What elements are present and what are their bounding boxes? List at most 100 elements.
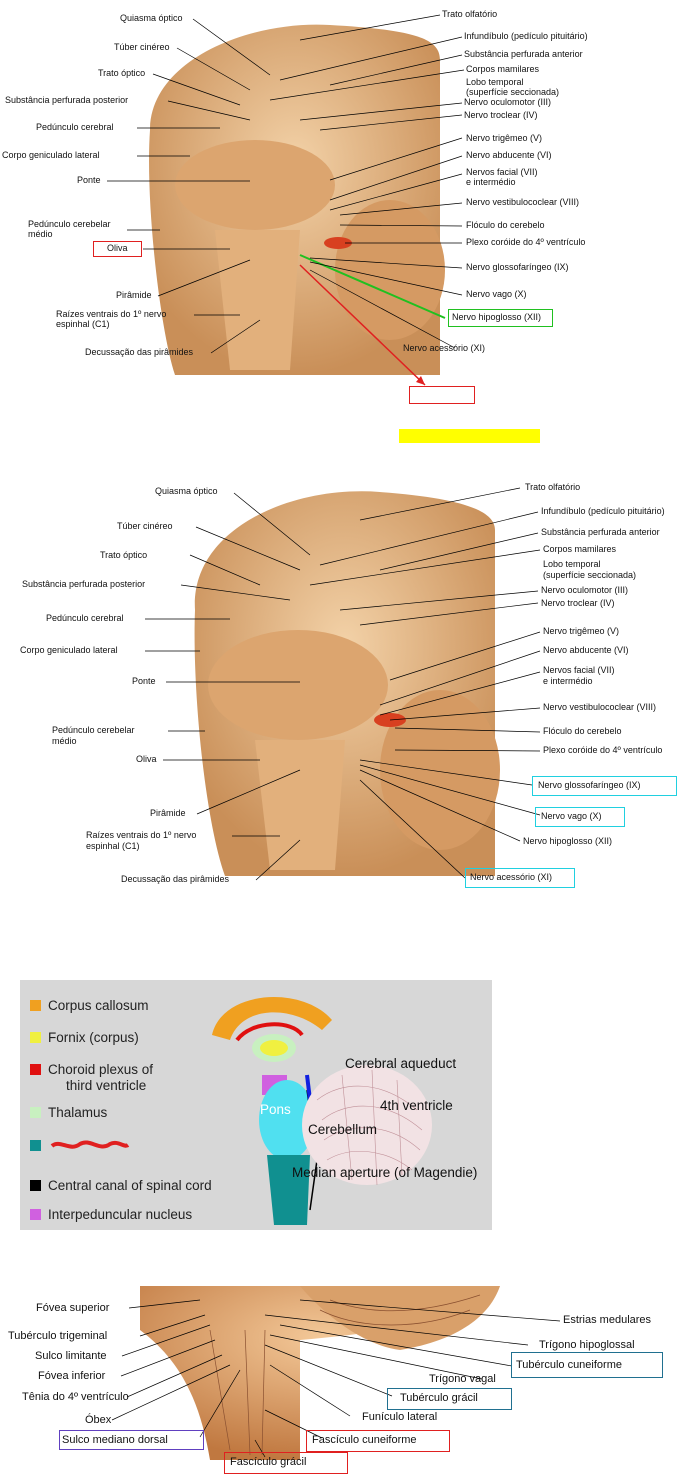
label-pons: Pons [260,1102,291,1117]
legend-third-ventricle: third ventricle [66,1078,147,1093]
choroid-plexus-shape [324,237,352,249]
label-piramide-2: Pirâmide [150,808,186,818]
label-pedunculo-cerebelar-1: Pedúnculo cerebelar [28,219,111,229]
label-fovea-superior: Fóvea superior [36,1302,110,1314]
label-espinhal-c1-1: espinhal (C1) [56,319,110,329]
label-substancia-perfurada-posterior-2: Substância perfurada posterior [22,579,146,589]
figure-2-illustration [145,487,541,881]
cyan-box-acessorio [465,868,575,888]
label-nervo-hipoglosso-1: Nervo hipoglosso (XII) [452,312,542,322]
legend-corpus-callosum: Corpus callosum [48,998,149,1013]
swatch-central-canal [30,1180,41,1191]
label-corpo-geniculado-1: Corpo geniculado lateral [2,150,100,160]
figure-2-leader-lines [145,487,541,881]
red-arrowhead [416,376,425,385]
label-nervo-vestibulococlear-1: Nervo vestibulococlear (VIII) [466,197,580,207]
label-trato-olfatorio-1: Trato olfatório [442,9,498,19]
label-quiasma-optico-1: Quiasma óptico [120,13,183,23]
label-trato-optico-2: Trato óptico [100,550,148,560]
label-piramide-1: Pirâmide [116,290,152,300]
cyan-box-vago [535,807,625,827]
legend-interpeduncular: Interpeduncular nucleus [48,1207,193,1222]
teal-box-gracil [387,1388,512,1410]
label-nervo-glossofaringeo-1: Nervo glossofaríngeo (IX) [466,262,569,272]
label-tuberculo-gracil: Tubérculo grácil [400,1392,478,1404]
label-lobo-temporal-1: Lobo temporal [466,77,524,87]
figure-1-brainstem-ventral: Trato olfatório Infundíbulo (pedículo pi… [0,0,697,443]
label-trigono-hipoglossal: Trígono hipoglossal [539,1339,635,1351]
legend-fornix: Fornix (corpus) [48,1030,139,1045]
label-decussacao-1: Decussação das pirâmides [85,347,194,357]
cyan-box-glossofaringeo [532,776,677,796]
label-nervo-trigemeo-2: Nervo trigêmeo (V) [543,626,620,636]
swatch-teal [30,1140,41,1151]
legend-central-canal: Central canal of spinal cord [48,1178,212,1193]
label-oliva-1: Oliva [107,243,128,253]
green-pointer-line [299,254,446,319]
red-empty-box [409,386,475,404]
label-tuberculo-cuneiforme: Tubérculo cuneiforme [516,1359,622,1371]
label-e-intermedio-1: e intermédio [466,177,516,187]
label-nervo-oculomotor-2: Nervo oculomotor (III) [541,585,629,595]
label-estrias-medulares: Estrias medulares [563,1314,652,1326]
label-e-intermedio-2: e intermédio [543,676,593,686]
label-raizes-ventrais-1: Raízes ventrais do 1º nervo [56,309,167,319]
figure-3-illustration [212,997,432,1225]
label-tuber-cinereo-1: Túber cinéreo [114,42,170,52]
yellow-highlight-bar [399,429,540,443]
label-pedunculo-cerebral-2: Pedúnculo cerebral [46,613,124,623]
label-tenia: Tênia do 4º ventrículo [22,1391,129,1403]
label-superficie-seccionada-1: (superfície seccionada) [466,87,560,97]
swatch-choroid-plexus [30,1064,41,1075]
label-cerebellum: Cerebellum [308,1122,378,1137]
label-nervo-oculomotor-1: Nervo oculomotor (III) [464,97,552,107]
label-tuberculo-trigeminal: Tubérculo trigeminal [8,1330,108,1342]
red-box-oliva [93,241,142,257]
label-nervos-facial-2: Nervos facial (VII) [543,665,615,675]
red-box-fasciculo-cuneiforme [306,1430,450,1452]
label-nervo-glossofaringeo-2: Nervo glossofaríngeo (IX) [538,780,641,790]
label-fasciculo-cuneiforme: Fascículo cuneiforme [312,1434,417,1446]
label-nervo-vestibulococlear-2: Nervo vestibulococlear (VIII) [543,702,657,712]
cerebellum-shape [335,200,445,340]
figure-4-brainstem-dorsal: Fóvea superior Tubérculo trigeminal Sulc… [0,1270,697,1476]
label-nervo-vago-1: Nervo vago (X) [466,289,527,299]
label-trigono-vagal: Trígono vagal [429,1373,496,1385]
scribbled-label [50,1140,130,1149]
label-infundibulo-1: Infundíbulo (pedículo pituitário) [464,31,588,41]
label-nervos-facial-1: Nervos facial (VII) [466,167,538,177]
label-pedunculo-cerebelar-2: Pedúnculo cerebelar [52,725,135,735]
label-nervo-hipoglosso-2: Nervo hipoglosso (XII) [523,836,613,846]
label-4th-ventricle: 4th ventricle [380,1098,453,1113]
label-medio-2: médio [52,736,77,746]
figure-3-midsagittal-ventricles: Corpus callosum Fornix (corpus) Choroid … [20,980,492,1230]
label-oliva-2: Oliva [136,754,157,764]
figure-4-illustration [111,1286,561,1460]
medulla-shape [215,230,300,370]
label-lobo-temporal-2: Lobo temporal [543,559,601,569]
legend-choroid-plexus: Choroid plexus of [48,1062,154,1077]
label-nervo-vago-2: Nervo vago (X) [541,811,602,821]
label-substancia-perfurada-posterior-1: Substância perfurada posterior [5,95,129,105]
label-funiculo-lateral: Funículo lateral [362,1411,438,1423]
figure-2-brainstem-ventral: Trato olfatório Infundíbulo (pedículo pi… [0,470,697,890]
legend-thalamus: Thalamus [48,1105,108,1120]
label-median-aperture: Median aperture (of Magendie) [292,1165,478,1180]
label-sulco-limitante: Sulco limitante [35,1350,107,1362]
label-decussacao-2: Decussação das pirâmides [121,874,230,884]
label-obex: Óbex [85,1414,112,1426]
label-substancia-perfurada-anterior-1: Substância perfurada anterior [464,49,583,59]
label-sulco-mediano-dorsal: Sulco mediano dorsal [62,1434,168,1446]
label-nervo-troclear-1: Nervo troclear (IV) [464,110,538,120]
label-trato-optico-1: Trato óptico [98,68,146,78]
label-nervo-troclear-2: Nervo troclear (IV) [541,598,615,608]
label-nervo-abducente-1: Nervo abducente (VI) [466,150,552,160]
label-ponte-1: Ponte [77,175,101,185]
label-nervo-acessorio-1: Nervo acessório (XI) [403,343,486,353]
label-substancia-perfurada-anterior-2: Substância perfurada anterior [541,527,660,537]
red-box-fasciculo-gracil [224,1452,348,1474]
swatch-thalamus [30,1107,41,1118]
label-plexo-coroide-1: Plexo coróide do 4º ventrículo [466,237,586,247]
label-corpos-mamilares-1: Corpos mamilares [466,64,540,74]
